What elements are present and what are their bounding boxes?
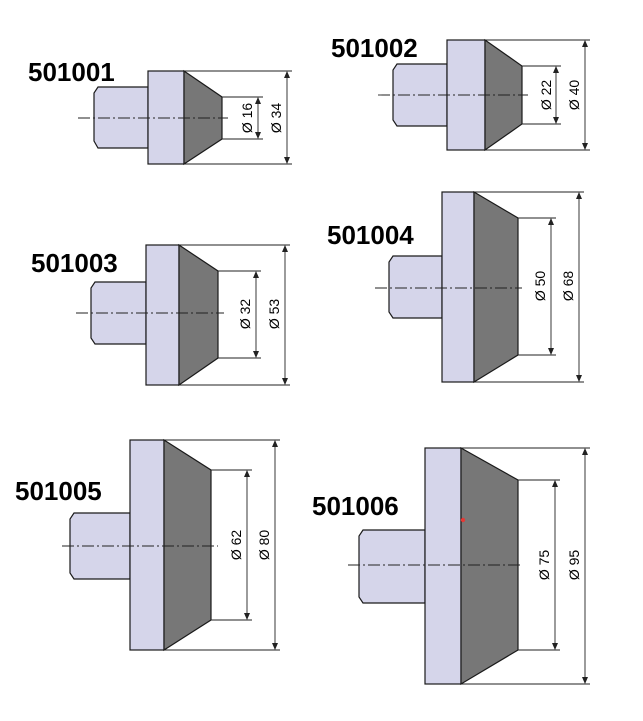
shaft	[93, 86, 149, 149]
inner-diameter-label: Ø 62	[228, 530, 244, 561]
shaft	[358, 529, 426, 604]
outer-diameter-label: Ø 95	[566, 550, 582, 581]
cone-dark	[460, 446, 519, 686]
inner-diameter-label: Ø 16	[239, 103, 255, 134]
shaft	[388, 255, 443, 319]
flange-light	[147, 70, 185, 165]
cone-dark	[183, 69, 223, 166]
inner-diameter-label: Ø 22	[538, 80, 554, 111]
part-number: 501001	[28, 57, 115, 87]
cone-dark	[178, 243, 219, 387]
part-501005: Ø 62 Ø 80 501005	[15, 438, 280, 652]
part-number: 501006	[312, 491, 399, 521]
part-501002: Ø 22 Ø 40 501002	[331, 33, 590, 152]
inner-diameter-label: Ø 50	[532, 271, 548, 302]
flange-light	[441, 191, 475, 383]
part-501006: Ø 75 Ø 95 501006	[312, 446, 590, 686]
outer-diameter-label: Ø 80	[256, 530, 272, 561]
cone-dark	[473, 190, 519, 384]
part-501003: Ø 32 Ø 53 501003	[31, 243, 290, 387]
inner-diameter-label: Ø 32	[237, 299, 253, 330]
outer-diameter-label: Ø 68	[560, 271, 576, 302]
flange-light	[145, 244, 180, 386]
part-number: 501005	[15, 476, 102, 506]
part-501001: Ø 16 Ø 34 501001	[28, 57, 292, 166]
cone-dark	[163, 438, 212, 652]
part-number: 501004	[327, 220, 414, 250]
flange-light	[129, 439, 165, 651]
inner-diameter-label: Ø 75	[536, 550, 552, 581]
outer-diameter-label: Ø 40	[566, 80, 582, 111]
part-number: 501002	[331, 33, 418, 63]
part-501004: Ø 50 Ø 68 501004	[327, 190, 584, 384]
marker-dot	[460, 517, 466, 523]
flange-light	[424, 447, 462, 685]
outer-diameter-label: Ø 53	[266, 299, 282, 330]
part-number: 501003	[31, 248, 118, 278]
outer-diameter-label: Ø 34	[268, 103, 284, 134]
